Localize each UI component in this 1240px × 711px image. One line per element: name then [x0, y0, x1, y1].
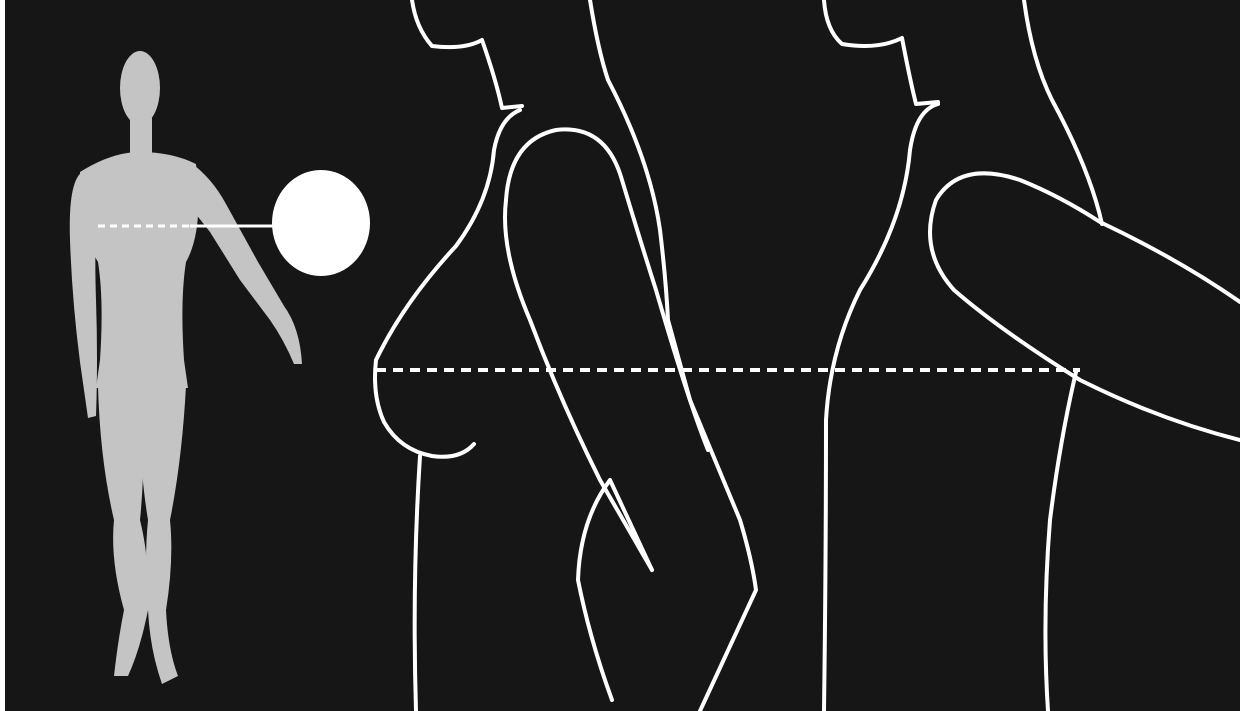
magnifier-circle	[272, 170, 370, 276]
mannequin-head	[120, 51, 160, 125]
mannequin-neck	[130, 118, 152, 156]
